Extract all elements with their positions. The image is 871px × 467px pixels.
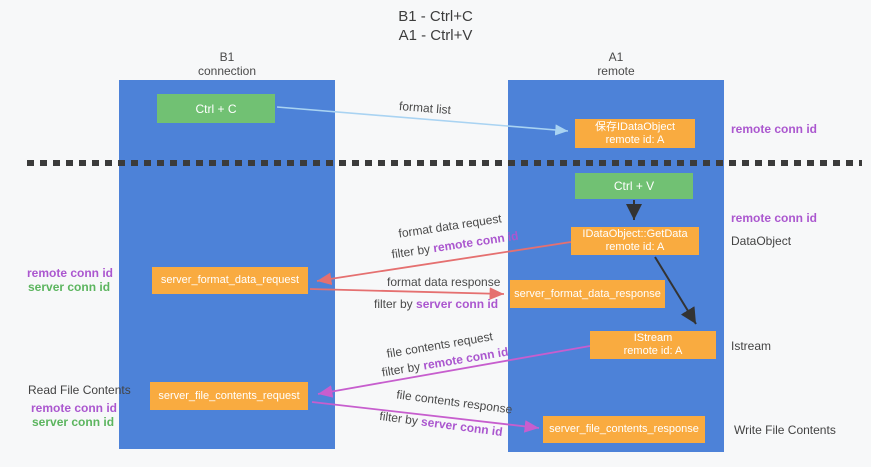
format-data-response-filter: filter by server conn id	[374, 297, 498, 311]
format-list-text: format list	[398, 98, 452, 118]
getdata-line2: remote id: A	[605, 241, 665, 253]
filter-prefix: filter by	[374, 297, 413, 311]
server-file-contents-request-label: server_file_contents_request	[158, 389, 300, 402]
right-remote-conn-id-top: remote conn id	[731, 122, 817, 136]
ctrl-c-box: Ctrl + C	[157, 94, 275, 123]
server-conn-id-text: server conn id	[28, 280, 111, 294]
getdata-box: IDataObject::GetData remote id: A	[571, 227, 699, 255]
left-file-server-conn-id: server conn id	[32, 415, 114, 429]
write-file-contents-text: Write File Contents	[734, 423, 836, 437]
server-file-contents-response-label: server_file_contents_response	[549, 423, 699, 435]
istream-line2: remote id: A	[623, 345, 683, 357]
server-format-data-request-label: server_format_data_request	[160, 274, 300, 286]
server-file-contents-response-box: server_file_contents_response	[543, 416, 705, 443]
format-list-label: format list	[399, 99, 452, 117]
page-title: B1 - Ctrl+C A1 - Ctrl+V	[0, 7, 871, 45]
filter-value: server conn id	[416, 297, 499, 311]
server-format-data-request-box: server_format_data_request	[152, 267, 308, 294]
remote-conn-id-text: remote conn id	[27, 266, 114, 280]
read-file-contents-text: Read File Contents	[28, 383, 131, 397]
istream-text: Istream	[731, 339, 772, 353]
ctrl-v-label: Ctrl + V	[613, 179, 655, 193]
server-file-contents-request-box: server_file_contents_request	[150, 382, 308, 410]
title-line-1: B1 - Ctrl+C	[398, 8, 473, 25]
istream-box: IStream remote id: A	[590, 331, 716, 359]
column-right-role: remote	[597, 64, 635, 78]
left-file-remote-conn-id: remote conn id	[31, 401, 117, 415]
file-contents-response-label: file contents response	[396, 387, 514, 416]
filter-prefix: filter by	[390, 241, 432, 262]
arrow-format-data-response	[309, 287, 505, 300]
remote-conn-id-text: remote conn id	[31, 401, 118, 415]
save-dataobject-line1: 保存IDataObject	[594, 120, 676, 133]
column-left-role: connection	[197, 64, 257, 78]
dataobject-text: DataObject	[731, 234, 792, 248]
istream-side-label: Istream	[731, 339, 771, 353]
ctrl-v-box: Ctrl + V	[575, 173, 693, 199]
format-data-response-label: format data response	[387, 275, 500, 289]
save-dataobject-line2: remote id: A	[605, 133, 665, 146]
ctrl-c-label: Ctrl + C	[195, 101, 237, 116]
column-left-name: B1	[219, 50, 235, 64]
column-header-right: A1 remote	[508, 50, 724, 78]
server-format-data-response-label: server_format_data_response	[514, 287, 661, 300]
left-format-server-conn-id: server conn id	[28, 280, 110, 294]
left-format-remote-conn-id: remote conn id	[27, 266, 113, 280]
file-contents-response-filter: filter by server conn id	[379, 409, 504, 439]
istream-line1: IStream	[633, 332, 673, 344]
right-remote-conn-id-mid: remote conn id	[731, 211, 817, 225]
filter-value: server conn id	[420, 414, 504, 440]
column-header-left: B1 connection	[119, 50, 335, 78]
filter-prefix: filter by	[380, 359, 422, 380]
getdata-line1: IDataObject::GetData	[582, 228, 688, 240]
server-format-data-response-box: server_format_data_response	[510, 280, 665, 308]
remote-conn-id-text: remote conn id	[731, 122, 818, 136]
read-file-contents-label: Read File Contents	[28, 383, 131, 397]
file-contents-response-title: file contents response	[395, 387, 514, 417]
remote-conn-id-text: remote conn id	[731, 211, 818, 225]
format-data-response-title: format data response	[387, 275, 501, 289]
filter-prefix: filter by	[378, 408, 419, 428]
column-right-name: A1	[608, 50, 624, 64]
title-line-2: A1 - Ctrl+V	[398, 27, 473, 44]
dataobject-label: DataObject	[731, 234, 791, 248]
save-dataobject-box: 保存IDataObject remote id: A	[575, 119, 695, 148]
server-conn-id-text: server conn id	[32, 415, 115, 429]
write-file-contents-label: Write File Contents	[734, 423, 836, 437]
